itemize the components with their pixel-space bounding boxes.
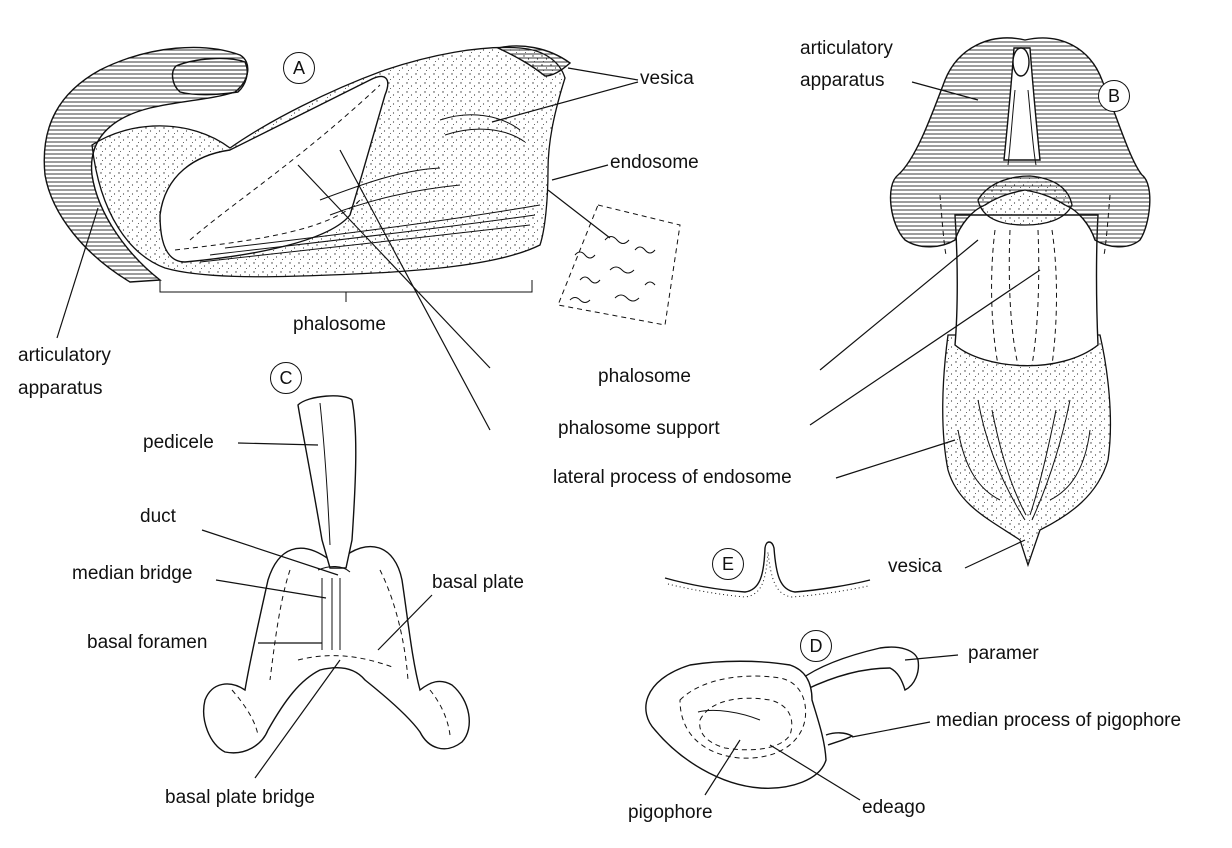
- label-endosome: endosome: [610, 152, 699, 173]
- label-basal-plate: basal plate: [432, 572, 524, 593]
- label-articulatory-b-line2: apparatus: [800, 70, 885, 91]
- label-pigophore: pigophore: [628, 802, 713, 823]
- phalosome-cap-b-shape: [977, 175, 1073, 226]
- basal-plate-shape: [203, 545, 470, 754]
- vesica-cap-a-shape: [495, 45, 572, 77]
- endosome-inset-shape: [557, 204, 681, 326]
- figure-e-drawing: [664, 541, 871, 598]
- label-phalosome-b: phalosome: [598, 366, 691, 387]
- label-median-process: median process of pigophore: [936, 710, 1182, 731]
- endosome-b-shape: [942, 334, 1112, 568]
- pigophore-shape: [645, 660, 827, 789]
- label-phalosome-support: phalosome support: [558, 418, 720, 439]
- figure-a-leaders: [56, 67, 639, 431]
- panel-label-b: B: [1098, 80, 1130, 112]
- panel-label-d: D: [800, 630, 832, 662]
- figure-a-drawing: [43, 45, 681, 326]
- figure-c-drawing: [203, 395, 470, 754]
- articulatory-tip-a-shape: [171, 57, 248, 96]
- label-articulatory-a-line1: articulatory: [18, 345, 111, 366]
- label-edeago: edeago: [862, 797, 926, 818]
- figure-c-leaders: [201, 442, 433, 779]
- label-vesica-b: vesica: [888, 556, 942, 577]
- label-median-bridge: median bridge: [72, 563, 193, 584]
- articulatory-apparatus-a-shape: [43, 46, 249, 283]
- label-duct: duct: [140, 506, 176, 527]
- label-phalosome-a: phalosome: [293, 314, 386, 335]
- median-process-shape: [825, 732, 854, 746]
- panel-label-a: A: [283, 52, 315, 84]
- figure-d-leaders: [704, 654, 959, 801]
- phalosome-b-shape: [954, 214, 1099, 367]
- panel-label-e: E: [712, 548, 744, 580]
- label-basal-plate-bridge: basal plate bridge: [165, 787, 315, 808]
- paramer-shape: [799, 646, 920, 691]
- figure-b-leaders: [809, 81, 1041, 569]
- label-vesica-a: vesica: [640, 68, 694, 89]
- label-lateral-process: lateral process of endosome: [553, 467, 792, 488]
- figure-b-drawing: [889, 37, 1151, 568]
- label-articulatory-b-line1: articulatory: [800, 38, 893, 59]
- label-basal-foramen: basal foramen: [87, 632, 208, 653]
- label-paramer: paramer: [968, 643, 1039, 664]
- label-articulatory-a-line2: apparatus: [18, 378, 103, 399]
- phalosome-plate-a-shape: [159, 75, 389, 263]
- label-pedicele: pedicele: [143, 432, 214, 453]
- panel-label-c: C: [270, 362, 302, 394]
- endosome-process-e-shape: [664, 541, 871, 593]
- figure-d-drawing: [645, 646, 920, 789]
